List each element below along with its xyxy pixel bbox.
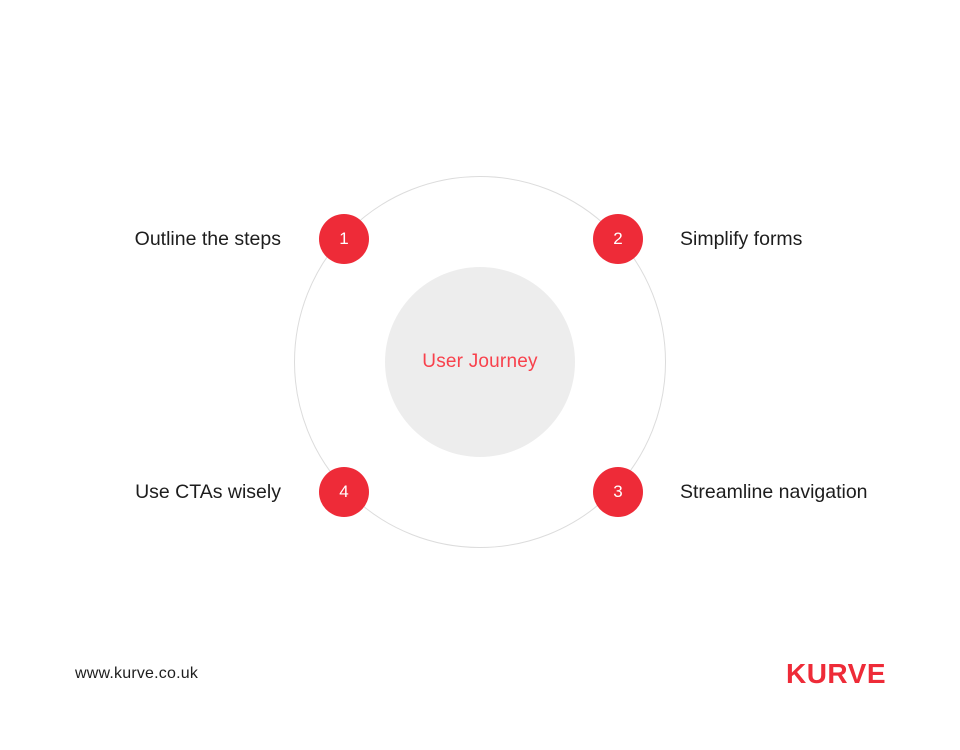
center-circle: User Journey	[385, 267, 575, 457]
step-badge-3: 3	[593, 467, 643, 517]
step-label-streamline-navigation: Streamline navigation	[680, 481, 868, 503]
step-badge-1: 1	[319, 214, 369, 264]
step-number-1: 1	[339, 229, 349, 248]
journey-ring	[294, 176, 666, 548]
step-number-2: 2	[613, 229, 623, 248]
step-label-outline-the-steps: Outline the steps	[134, 228, 281, 250]
step-badge-2: 2	[593, 214, 643, 264]
kurve-logo: KURVE	[785, 658, 886, 689]
step-badge-4: 4	[319, 467, 369, 517]
step-label-use-ctas-wisely: Use CTAs wisely	[135, 481, 281, 503]
step-number-3: 3	[613, 482, 623, 501]
center-label: User Journey	[422, 351, 538, 372]
step-label-simplify-forms: Simplify forms	[680, 228, 803, 250]
step-number-4: 4	[339, 482, 349, 501]
website-url: www.kurve.co.uk	[75, 665, 199, 682]
